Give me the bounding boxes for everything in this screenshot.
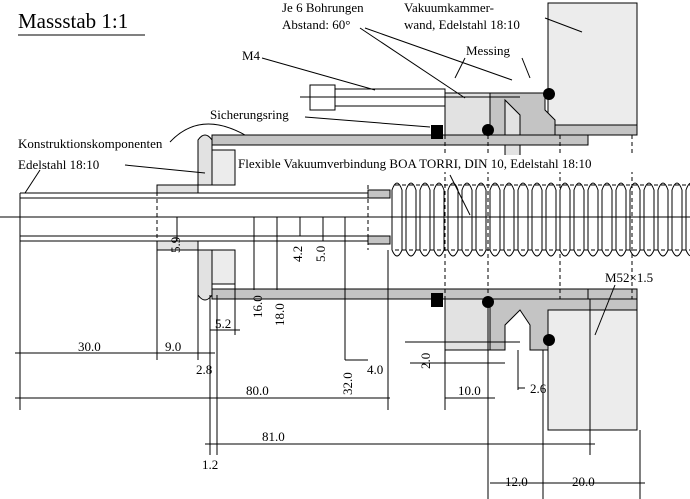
- chamber-wall-bottom: [547, 299, 638, 431]
- dimension-lines: [15, 217, 645, 499]
- retaining-ring-top: [431, 125, 443, 139]
- bellows-fold: [601, 182, 613, 257]
- label-flexible: Flexible Vakuumverbindung BOA TORRI, DIN…: [238, 156, 592, 171]
- bellows-fold: [447, 182, 459, 257]
- leader-lines: [24, 17, 616, 336]
- bellows-fold: [419, 182, 431, 257]
- dim-12-0: 12.0: [505, 474, 528, 489]
- bellows-fold: [503, 182, 515, 257]
- dim-32-0: 32.0: [340, 372, 355, 395]
- label-messing: Messing: [466, 43, 511, 58]
- dim-5-0: 5.0: [313, 246, 328, 262]
- bellows-fold: [573, 182, 585, 257]
- label-kammer-2: wand, Edelstahl 18:10: [404, 17, 520, 32]
- label-m52: M52×1.5: [605, 270, 653, 285]
- bellows-fold: [615, 182, 627, 257]
- bellows-fold: [391, 182, 403, 257]
- bellows-fold: [685, 182, 690, 257]
- bellows-fold: [475, 182, 487, 257]
- dim-16-0: 16.0: [250, 295, 265, 318]
- dim-5-2: 5.2: [215, 316, 231, 331]
- bellows-fold: [433, 182, 445, 257]
- messing-nut-top: [489, 92, 556, 136]
- dim-9-0: 9.0: [165, 339, 181, 354]
- bellows-fold: [517, 182, 529, 257]
- flange-bottom: [197, 249, 213, 301]
- bellows-fold: [671, 182, 683, 257]
- flange-inner-top: [211, 149, 236, 186]
- o-ring-chamber-bottom: [543, 334, 555, 346]
- bellows-fold: [489, 182, 501, 257]
- dim-20-0: 20.0: [572, 474, 595, 489]
- o-ring-chamber-top: [543, 88, 555, 100]
- chamber-wall-top: [547, 2, 638, 126]
- dim-1-2: 1.2: [202, 457, 218, 472]
- label-konstruktion: Konstruktionskomponenten: [18, 136, 163, 151]
- dim-2-0: 2.0: [418, 353, 433, 369]
- scale-title: Massstab 1:1: [18, 9, 128, 33]
- collar-bottom: [367, 235, 391, 245]
- dim-81-0: 81.0: [262, 429, 285, 444]
- bellows-fold: [587, 182, 599, 257]
- dim-5-9: 5.9: [168, 237, 183, 253]
- messing-nut-bottom: [489, 298, 638, 351]
- bellows-fold: [545, 182, 557, 257]
- label-edelstahl: Edelstahl 18:10: [18, 157, 99, 172]
- flange-inner-bottom: [211, 249, 236, 285]
- retaining-ring-bottom: [431, 293, 443, 307]
- dim-2-8: 2.8: [196, 362, 212, 377]
- label-bohrungen: Je 6 Bohrungen: [282, 0, 364, 15]
- label-abstand: Abstand: 60°: [282, 17, 350, 32]
- label-sicherungsring: Sicherungsring: [210, 107, 289, 122]
- o-ring-top: [482, 124, 494, 136]
- dim-2-6: 2.6: [530, 381, 547, 396]
- dim-18-0: 18.0: [272, 303, 287, 326]
- flange-top: [197, 134, 213, 186]
- dim-80-0: 80.0: [246, 383, 269, 398]
- bellows-fold: [405, 182, 417, 257]
- bellows-fold: [531, 182, 543, 257]
- label-bg: [236, 155, 660, 172]
- label-kammer-1: Vakuumkammer-: [404, 0, 494, 15]
- dim-30-0: 30.0: [78, 339, 101, 354]
- thread-top: [554, 124, 638, 136]
- dimension-values: 5.9 4.2 5.0 16.0 18.0 5.2 30.0 9.0 2.8 3…: [78, 237, 595, 489]
- collar-top: [367, 189, 391, 199]
- tube-bottom: [211, 288, 589, 300]
- bellows-fold: [657, 182, 669, 257]
- dim-10-0: 10.0: [458, 383, 481, 398]
- step-top: [156, 184, 199, 194]
- bellows-fold: [461, 182, 473, 257]
- dim-4-2: 4.2: [290, 246, 305, 262]
- bellows: [391, 182, 690, 257]
- bellows-fold: [559, 182, 571, 257]
- tube-top: [211, 134, 589, 146]
- bellows-fold: [643, 182, 655, 257]
- dim-4-0: 4.0: [367, 362, 383, 377]
- label-m4: M4: [242, 48, 261, 63]
